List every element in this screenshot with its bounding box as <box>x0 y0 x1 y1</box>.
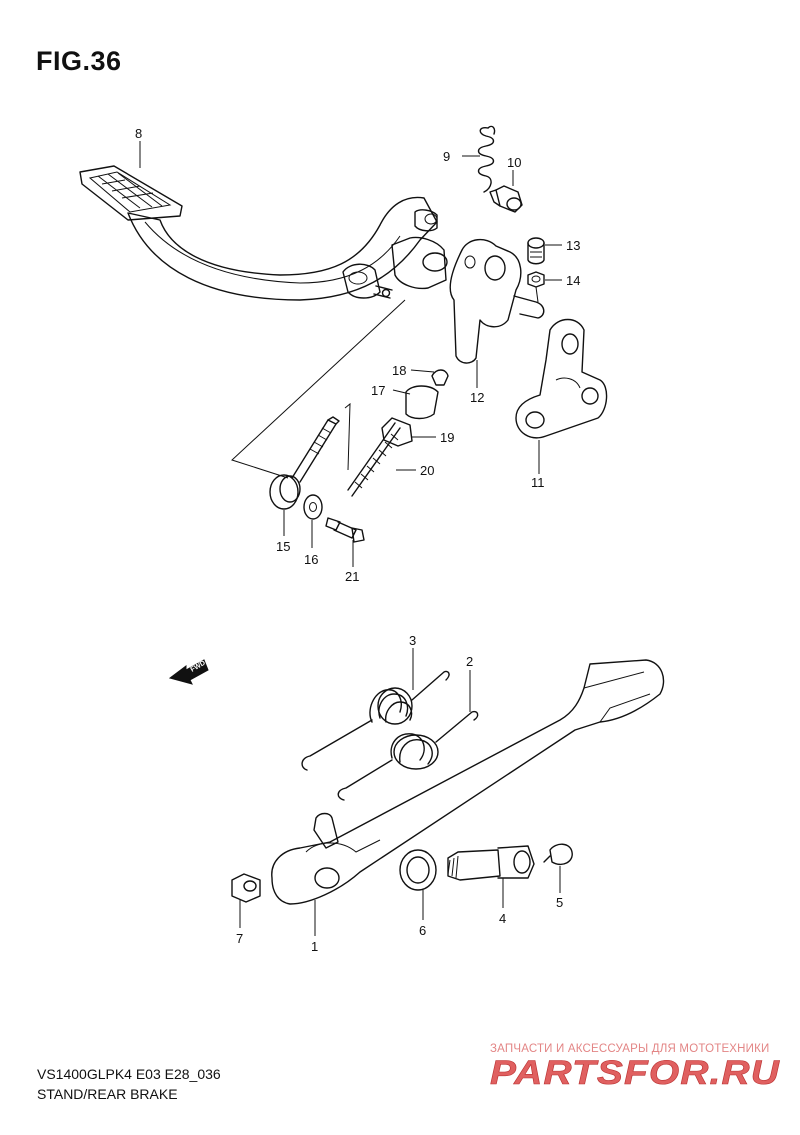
brake-pedal-boss <box>391 209 448 290</box>
callout-lines <box>139 141 562 936</box>
rod-return-spring <box>344 402 401 497</box>
part-number-2: 2 <box>466 654 473 669</box>
part-number-17: 17 <box>371 383 385 398</box>
stand-pivot-bolt <box>447 845 535 881</box>
part-number-9: 9 <box>443 149 450 164</box>
part-number-4: 4 <box>499 911 506 926</box>
brake-pedal-pad <box>79 165 183 221</box>
part-number-12: 12 <box>470 390 484 405</box>
part-number-19: 19 <box>440 430 454 445</box>
watermark-caption: ЗАПЧАСТИ И АКСЕССУАРЫ ДЛЯ МОТОТЕХНИКИ <box>490 1043 770 1055</box>
part-numbers: 8 9 10 13 14 12 11 18 17 19 20 15 16 21 … <box>135 126 580 954</box>
pedal-pivot-bolt <box>489 185 523 213</box>
brake-rod <box>291 416 340 483</box>
section-title: STAND/REAR BRAKE <box>37 1086 178 1102</box>
stand-spring-inner <box>337 710 479 801</box>
watermark-logo: PARTSFOR.RU <box>490 1054 781 1091</box>
part-number-1: 1 <box>311 939 318 954</box>
part-number-7: 7 <box>236 931 243 946</box>
part-number-14: 14 <box>566 273 580 288</box>
rod-joint <box>381 417 413 447</box>
fwd-arrow-icon: FWD <box>168 659 209 685</box>
part-number-21: 21 <box>345 569 359 584</box>
part-number-16: 16 <box>304 552 318 567</box>
stand-spring-outer <box>301 670 450 771</box>
joint-pin <box>405 385 439 420</box>
adjuster-screw <box>527 237 545 265</box>
part-number-15: 15 <box>276 539 290 554</box>
part-number-5: 5 <box>556 895 563 910</box>
stand-washer <box>399 849 437 891</box>
assembly-leader-line <box>231 299 406 479</box>
model-code: VS1400GLPK4 E03 E28_036 <box>37 1066 221 1082</box>
brake-rod-arm <box>449 239 545 364</box>
brake-pedal-pivot <box>342 263 393 299</box>
stand-nut <box>231 873 261 903</box>
figure-title: FIG.36 <box>36 46 122 76</box>
stand-stopper <box>543 843 573 866</box>
part-number-20: 20 <box>420 463 434 478</box>
pedal-return-spring <box>477 125 496 193</box>
part-number-8: 8 <box>135 126 142 141</box>
brake-pedal-arm <box>127 196 438 301</box>
retaining-clip <box>431 369 449 386</box>
watermark-logo-text: PARTSFOR.RU <box>490 1054 781 1091</box>
master-cylinder-bracket <box>515 318 608 439</box>
part-number-18: 18 <box>392 363 406 378</box>
side-stand-leg <box>271 659 665 905</box>
washer <box>303 494 323 520</box>
part-number-13: 13 <box>566 238 580 253</box>
part-number-11: 11 <box>531 475 545 490</box>
rod-pin-collar <box>269 474 301 510</box>
part-number-6: 6 <box>419 923 426 938</box>
part-number-3: 3 <box>409 633 416 648</box>
adjuster-nut <box>527 271 545 303</box>
part-number-10: 10 <box>507 155 521 170</box>
rod-bolt <box>325 517 365 543</box>
